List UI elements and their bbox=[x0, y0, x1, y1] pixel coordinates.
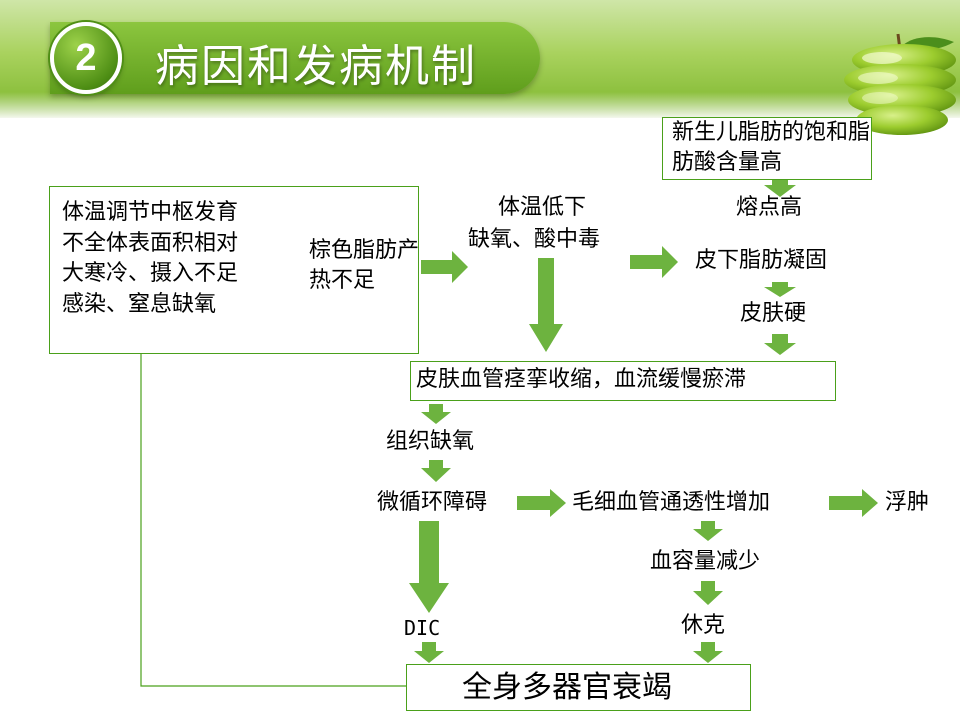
fat-coagulation-text: 皮下脂肪凝固 bbox=[695, 248, 828, 273]
arrow-down bbox=[693, 521, 723, 541]
causes-text: 体温调节中枢发育不全体表面积相对大寒冷、摄入不足感染、窒息缺氧 bbox=[62, 200, 239, 317]
slide-title: 病因和发病机制 bbox=[155, 41, 477, 92]
arrow-down bbox=[421, 404, 451, 424]
organ-failure-box bbox=[406, 664, 751, 711]
shock-text: 休克 bbox=[681, 613, 726, 638]
connector-line bbox=[140, 354, 406, 687]
dic-text: DIC bbox=[404, 616, 441, 640]
hypoxia-acidosis-text: 缺氧、酸中毒 bbox=[468, 227, 601, 252]
arrow-right bbox=[630, 246, 678, 278]
arrow-right bbox=[421, 251, 468, 283]
apple-decoration bbox=[842, 28, 960, 143]
melting-point-text: 熔点高 bbox=[736, 195, 803, 220]
causes-box bbox=[49, 186, 419, 354]
arrow-down bbox=[764, 334, 796, 355]
low-temp-text: 体温低下 bbox=[498, 195, 587, 220]
arrow-down bbox=[693, 642, 723, 663]
apple-icon bbox=[844, 33, 956, 135]
skin-hard-text: 皮肤硬 bbox=[740, 301, 807, 326]
title-bar bbox=[50, 22, 540, 94]
newborn-fat-box bbox=[662, 117, 872, 180]
tissue-hypoxia-text: 组织缺氧 bbox=[386, 429, 475, 454]
microcirculation-text: 微循环障碍 bbox=[377, 490, 488, 515]
arrow-down bbox=[529, 258, 563, 352]
arrow-down bbox=[409, 521, 449, 613]
brown-fat-text: 棕色脂肪产热不足 bbox=[309, 238, 420, 293]
arrow-down bbox=[414, 642, 444, 663]
arrow-down bbox=[421, 460, 451, 482]
organ-failure-text: 全身多器官衰竭 bbox=[462, 670, 672, 705]
vasospasm-text: 皮肤血管痉挛收缩，血流缓慢瘀滞 bbox=[416, 367, 747, 392]
arrow-down bbox=[693, 581, 723, 605]
edema-text: 浮肿 bbox=[885, 490, 930, 515]
capillary-permeability-text: 毛细血管通透性增加 bbox=[572, 490, 771, 515]
vasospasm-box bbox=[410, 361, 836, 401]
arrow-right bbox=[829, 489, 878, 517]
arrow-down bbox=[764, 282, 796, 297]
slide-number-badge: 2 bbox=[50, 22, 122, 94]
blood-volume-text: 血容量减少 bbox=[650, 549, 761, 574]
newborn-fat-text: 新生儿脂肪的饱和脂肪酸含量高 bbox=[672, 120, 871, 175]
arrow-right bbox=[517, 489, 566, 517]
